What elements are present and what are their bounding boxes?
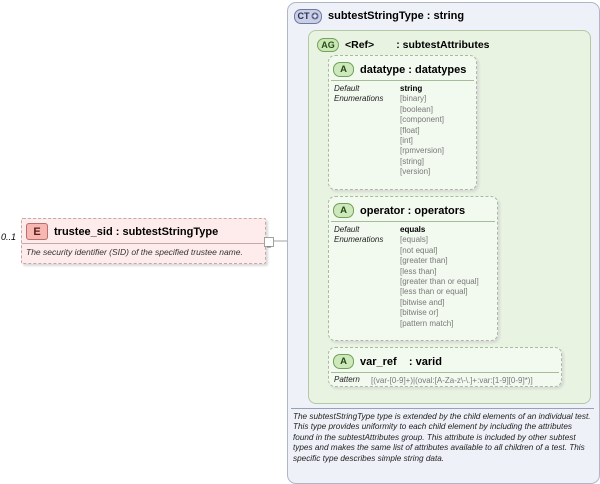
- enum-value: [version]: [400, 167, 431, 177]
- attribute-name: datatype : datatypes: [360, 63, 467, 76]
- complex-type-name: subtestStringType : string: [328, 10, 465, 22]
- occurrence-label: 0..1: [1, 232, 17, 242]
- element-name: trustee_sid : subtestStringType: [54, 225, 219, 238]
- pattern-label: Pattern: [334, 375, 360, 384]
- attribute-labels: Default Enumerations: [334, 84, 383, 105]
- attribute-operator[interactable]: A operator : operators Default Enumerati…: [328, 196, 498, 341]
- enum-value: [less than or equal]: [400, 287, 468, 297]
- element-box[interactable]: E trustee_sid : subtestStringType The se…: [21, 218, 266, 264]
- enum-value: [rpmversion]: [400, 146, 445, 156]
- attribute-header: A var_ref : varid: [333, 353, 442, 370]
- enum-value: [greater than]: [400, 256, 448, 266]
- complex-type-divider: [291, 408, 594, 409]
- default-value: equals: [400, 225, 426, 234]
- enumerations-label: Enumerations: [334, 235, 384, 245]
- attribute-badge-icon: A: [333, 203, 354, 218]
- enum-value: [string]: [400, 156, 425, 166]
- attribute-header: A operator : operators: [333, 202, 465, 219]
- attribute-values: equals [equals] [not equal] [greater tha…: [400, 225, 479, 329]
- attribute-datatype[interactable]: A datatype : datatypes Default Enumerati…: [328, 55, 477, 190]
- enum-value: [boolean]: [400, 104, 433, 114]
- attribute-labels: Default Enumerations: [334, 225, 383, 246]
- attribute-group-badge-icon: AG: [317, 37, 339, 52]
- attribute-badge-icon: A: [333, 62, 354, 77]
- attribute-group-box[interactable]: AG <Ref> : subtestAttributes A datatype …: [308, 30, 591, 404]
- attribute-group-name: : subtestAttributes: [396, 38, 490, 51]
- complex-type-badge-icon: CT: [294, 8, 322, 24]
- element-header: E trustee_sid : subtestStringType: [26, 223, 218, 240]
- enum-value: [pattern match]: [400, 318, 454, 328]
- complex-type-description: The subtestStringType type is extended b…: [293, 412, 591, 463]
- enum-value: [not equal]: [400, 245, 438, 255]
- enum-value: [float]: [400, 125, 420, 135]
- pattern-value: [(var-[0-9]+)|(oval:[A-Za-z\-\.]+:var:[1…: [371, 376, 533, 385]
- attribute-name: operator : operators: [360, 204, 466, 217]
- complex-type-box[interactable]: CT subtestStringType : string AG <Ref> :…: [287, 2, 600, 484]
- complex-type-header: CT subtestStringType : string: [294, 8, 464, 24]
- enum-value: [component]: [400, 115, 445, 125]
- minus-icon: [267, 246, 271, 248]
- enum-value: [binary]: [400, 94, 427, 104]
- attribute-group-ref-label: <Ref>: [345, 38, 375, 51]
- attribute-badge-icon: A: [333, 354, 354, 369]
- enum-value: [bitwise or]: [400, 308, 439, 318]
- default-value: string: [400, 84, 423, 93]
- enum-value: [equals]: [400, 235, 429, 245]
- attribute-group-header: AG <Ref> : subtestAttributes: [317, 37, 490, 52]
- complex-type-badge-text: CT: [297, 11, 310, 21]
- element-divider: [22, 243, 265, 244]
- element-description: The security identifier (SID) of the spe…: [26, 247, 243, 257]
- attribute-divider: [331, 372, 559, 373]
- enum-value: [greater than or equal]: [400, 277, 479, 287]
- attribute-name: var_ref : varid: [360, 355, 442, 368]
- enumerations-label: Enumerations: [334, 94, 384, 104]
- enum-value: [int]: [400, 136, 413, 146]
- attribute-values: string [binary] [boolean] [component] [f…: [400, 84, 444, 178]
- element-badge-icon: E: [26, 223, 48, 240]
- attribute-header: A datatype : datatypes: [333, 61, 466, 78]
- attribute-var-ref[interactable]: A var_ref : varid Pattern [(var-[0-9]+)|…: [328, 347, 562, 387]
- default-label: Default: [334, 225, 360, 234]
- expand-collapse-box[interactable]: [264, 237, 274, 248]
- attribute-divider: [331, 221, 495, 222]
- plus-icon: [311, 12, 318, 20]
- enum-value: [less than]: [400, 266, 437, 276]
- attribute-divider: [331, 80, 474, 81]
- enum-value: [bitwise and]: [400, 297, 445, 307]
- default-label: Default: [334, 84, 360, 93]
